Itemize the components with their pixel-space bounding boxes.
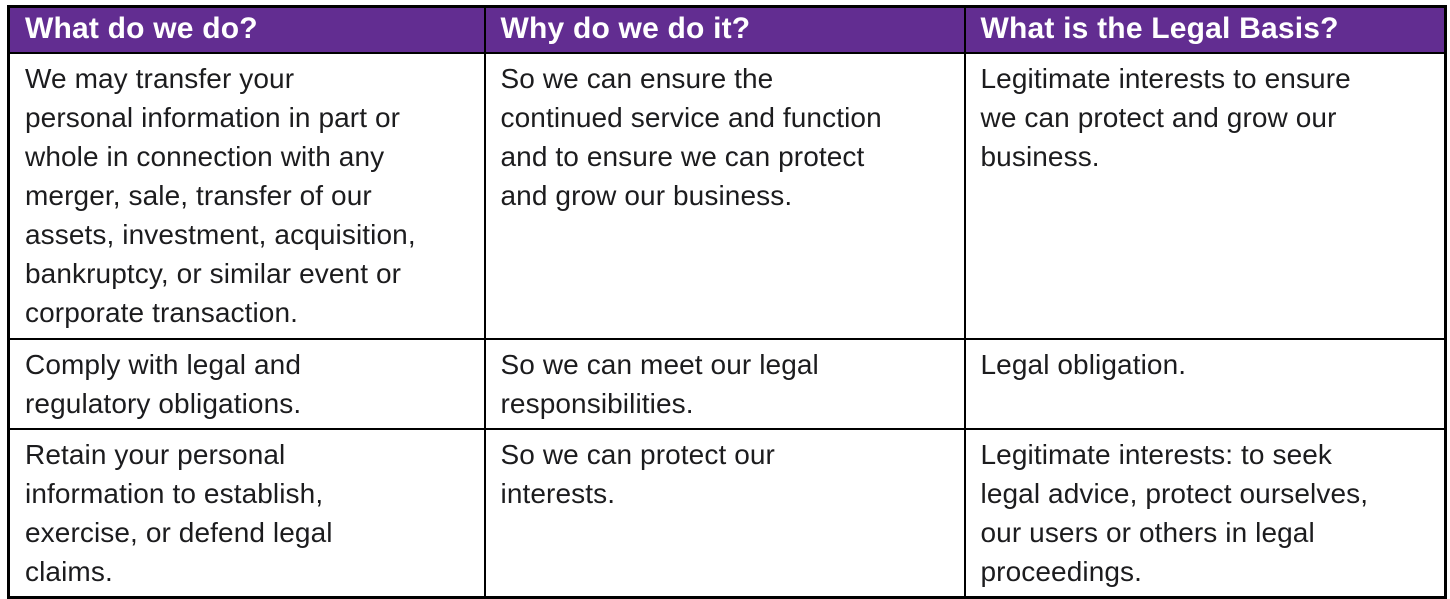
table-row-comply: Comply with legal and regulatory obligat… bbox=[7, 337, 1447, 430]
privacy-legal-basis-table: What do we do? Why do we do it? What is … bbox=[7, 5, 1447, 599]
cell-why-transfer: So we can ensure the continued service a… bbox=[483, 51, 966, 340]
table-row-transfer: We may transfer your personal informatio… bbox=[7, 51, 1447, 340]
cell-what-retain: Retain your personal information to esta… bbox=[7, 427, 486, 598]
column-header-legal-basis: What is the Legal Basis? bbox=[963, 5, 1447, 54]
cell-what-transfer: We may transfer your personal informatio… bbox=[7, 51, 486, 340]
column-header-what-we-do: What do we do? bbox=[7, 5, 486, 54]
cell-legal-basis-retain: Legitimate interests: to seek legal advi… bbox=[963, 427, 1447, 598]
cell-legal-basis-transfer: Legitimate interests to ensure we can pr… bbox=[963, 51, 1447, 340]
cell-legal-basis-comply: Legal obligation. bbox=[963, 337, 1447, 430]
cell-what-comply: Comply with legal and regulatory obligat… bbox=[7, 337, 486, 430]
column-header-why-we-do-it: Why do we do it? bbox=[483, 5, 966, 54]
cell-why-comply: So we can meet our legal responsibilitie… bbox=[483, 337, 966, 430]
header-row: What do we do? Why do we do it? What is … bbox=[7, 5, 1447, 54]
table-row-retain: Retain your personal information to esta… bbox=[7, 427, 1447, 598]
cell-why-retain: So we can protect our interests. bbox=[483, 427, 966, 598]
